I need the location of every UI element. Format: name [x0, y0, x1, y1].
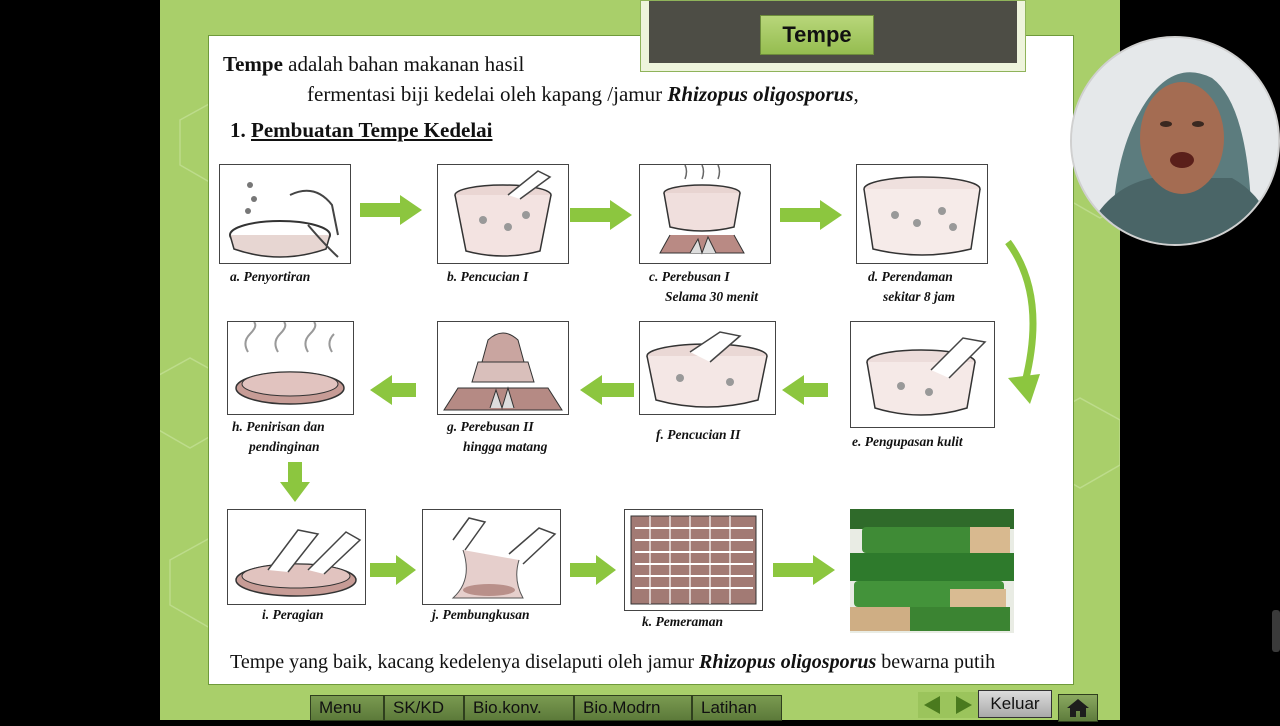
intro-organism: Rhizopus oligosporus [667, 82, 853, 106]
intro-line-2-prefix: fermentasi biji kedelai oleh kapang /jam… [307, 82, 667, 106]
intro-line-1-rest: adalah bahan makanan hasil [283, 52, 524, 76]
step-b-illustration [437, 164, 569, 264]
page-title: Tempe [760, 15, 874, 55]
arrow-left-icon [370, 375, 418, 405]
step-g-caption-2: hingga matang [463, 439, 547, 455]
intro-line-2-suffix: , [854, 82, 859, 106]
step-h-caption-2: pendinginan [249, 439, 320, 455]
arrow-left-icon [580, 375, 636, 405]
step-a-illustration [219, 164, 351, 264]
section-heading-text: Pembuatan Tempe Kedelai [251, 118, 493, 142]
arrow-left-icon [782, 375, 830, 405]
step-f-caption: f. Pencucian II [656, 427, 740, 443]
step-b-caption: b. Pencucian I [447, 269, 528, 285]
next-arrow-icon[interactable] [948, 692, 978, 718]
presenter-webcam [1070, 36, 1280, 246]
bottom-navigation: Menu SK/KD Bio.konv. Bio.Modrn Latihan [310, 695, 782, 720]
step-h-caption-1: h. Penirisan dan [232, 419, 325, 435]
tempe-product-photo [850, 509, 1014, 633]
step-i-caption: i. Peragian [262, 607, 324, 623]
step-c-illustration [639, 164, 771, 264]
step-e-illustration [850, 321, 995, 428]
footer-organism: Rhizopus oligosporus [699, 651, 876, 673]
nav-bio-konv-button[interactable]: Bio.konv. [464, 695, 574, 721]
nav-latihan-button[interactable]: Latihan [692, 695, 782, 721]
arrow-down-icon [280, 462, 310, 502]
nav-skkd-button[interactable]: SK/KD [384, 695, 464, 721]
nav-menu-button[interactable]: Menu [310, 695, 384, 721]
arrow-right-icon [370, 555, 418, 585]
step-c-caption-2: Selama 30 menit [665, 289, 758, 305]
footer-prefix: Tempe yang baik, kacang kedelenya disela… [230, 651, 699, 673]
step-i-illustration [227, 509, 366, 605]
step-j-illustration [422, 509, 561, 605]
step-k-caption: k. Pemeraman [642, 614, 723, 630]
arrow-right-icon [570, 555, 618, 585]
curved-arrow-down-icon [1000, 236, 1050, 408]
section-heading: 1. Pembuatan Tempe Kedelai [230, 118, 493, 143]
arrow-right-icon [773, 555, 837, 585]
step-c-caption-1: c. Perebusan I [649, 269, 730, 285]
step-d-caption-1: d. Perendaman [868, 269, 953, 285]
nav-bio-modrn-button[interactable]: Bio.Modrn [574, 695, 692, 721]
step-d-illustration [856, 164, 988, 264]
side-scroll-handle[interactable] [1272, 610, 1280, 652]
arrow-right-icon [360, 195, 424, 225]
step-e-caption: e. Pengupasan kulit [852, 434, 963, 450]
exit-button[interactable]: Keluar [978, 690, 1052, 718]
step-f-illustration [639, 321, 776, 415]
step-g-caption-1: g. Perebusan II [447, 419, 534, 435]
home-button[interactable] [1058, 694, 1098, 722]
intro-line-1: Tempe adalah bahan makanan hasil [223, 52, 524, 77]
arrow-right-icon [570, 200, 634, 230]
step-k-illustration [624, 509, 763, 611]
step-h-illustration [227, 321, 354, 415]
step-j-caption: j. Pembungkusan [432, 607, 530, 623]
footer-suffix: bewarna putih [876, 651, 995, 673]
step-g-illustration [437, 321, 569, 415]
step-d-caption-2: sekitar 8 jam [883, 289, 955, 305]
arrow-right-icon [780, 200, 844, 230]
step-a-caption: a. Penyortiran [230, 269, 310, 285]
prev-arrow-icon[interactable] [918, 692, 948, 718]
home-icon [1059, 695, 1097, 721]
intro-line-2: fermentasi biji kedelai oleh kapang /jam… [307, 82, 859, 107]
intro-term: Tempe [223, 52, 283, 76]
footer-note: Tempe yang baik, kacang kedelenya disela… [230, 651, 995, 674]
section-number: 1. [230, 118, 251, 142]
